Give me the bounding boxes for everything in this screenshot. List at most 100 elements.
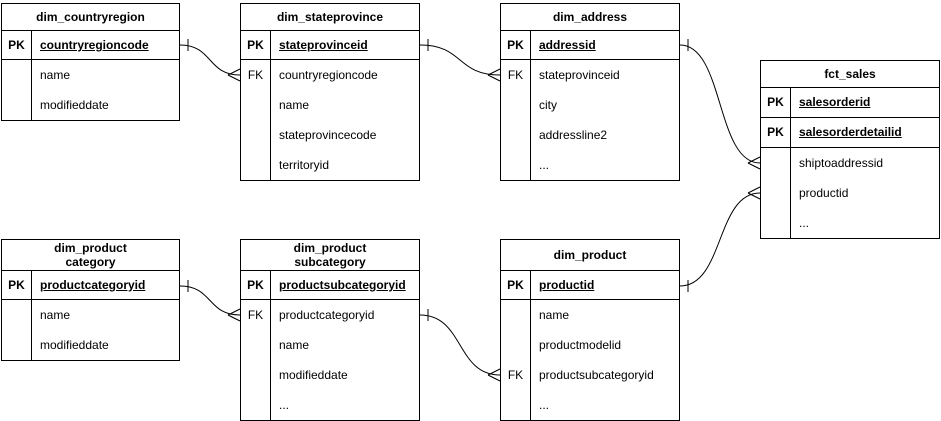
relationship-productsubcategory-product[interactable] (419, 309, 501, 382)
key-cell: FK (501, 60, 531, 90)
key-cell: FK (501, 360, 531, 390)
entity-dim-countryregion[interactable]: dim_countryregion PK countryregioncode n… (1, 3, 180, 121)
entity-dim-product[interactable]: dim_product PK productid name productmod… (500, 239, 680, 421)
field-cell: city (539, 97, 557, 112)
edge-line[interactable] (419, 44, 501, 76)
relationship-productcategory-productsubcategory[interactable] (179, 280, 241, 322)
field-cell: productcategoryid (279, 307, 375, 322)
key-cell (2, 90, 32, 120)
table-row: productid (761, 178, 939, 208)
table-row: stateprovincecode (241, 120, 419, 150)
table-row: territoryid (241, 150, 419, 180)
field-cell: modifieddate (40, 337, 109, 352)
edge-line[interactable] (679, 192, 761, 287)
crowfoot-marker (227, 68, 241, 82)
key-cell (761, 178, 791, 208)
table-row: FK productcategoryid (241, 300, 419, 330)
field-cell: productsubcategoryid (279, 277, 406, 292)
key-cell: PK (501, 271, 531, 299)
field-cell: territoryid (279, 157, 330, 172)
edge-line[interactable] (179, 44, 241, 76)
key-cell (501, 90, 531, 120)
key-cell: FK (241, 300, 271, 330)
table-row: PK salesorderid (761, 88, 939, 118)
key-cell: PK (241, 271, 271, 299)
field-cell: stateprovinceid (539, 67, 620, 82)
entity-title: dim_product (501, 240, 679, 271)
key-cell (501, 120, 531, 150)
key-cell: FK (241, 60, 271, 90)
field-cell: name (40, 307, 71, 322)
table-row: ... (501, 150, 679, 180)
entity-title: dim_address (501, 4, 679, 31)
table-row: PK productcategoryid (2, 271, 179, 300)
table-row: FK stateprovinceid (501, 60, 679, 90)
edge-line[interactable] (179, 285, 241, 316)
table-row: name (2, 60, 179, 90)
edge-line[interactable] (679, 44, 761, 164)
field-cell: countryregioncode (279, 67, 378, 82)
table-row: modifieddate (241, 360, 419, 390)
key-cell: PK (761, 88, 791, 117)
key-cell (761, 208, 791, 238)
key-cell (2, 60, 32, 90)
crowfoot-marker (487, 68, 501, 82)
field-cell: productcategoryid (40, 277, 146, 292)
field-cell: salesorderdetailid (799, 125, 902, 140)
table-row: PK stateprovinceid (241, 31, 419, 60)
key-cell (241, 90, 271, 120)
key-cell (761, 148, 791, 178)
entity-title: dim_product category (2, 240, 179, 271)
relationship-stateprovince-address[interactable] (419, 39, 501, 82)
key-cell (501, 300, 531, 330)
entity-title: fct_sales (761, 61, 939, 88)
field-cell: modifieddate (40, 97, 109, 112)
crowfoot-marker (227, 308, 241, 322)
table-row: PK productsubcategoryid (241, 271, 419, 300)
relationship-countryregion-stateprovince[interactable] (179, 39, 241, 82)
table-row: name (241, 330, 419, 360)
key-cell (2, 330, 32, 360)
field-cell: stateprovinceid (279, 37, 368, 52)
field-cell: name (279, 97, 310, 112)
field-cell: salesorderid (799, 95, 871, 110)
entity-dim-productsubcategory[interactable]: dim_product subcategory PK productsubcat… (240, 239, 420, 421)
key-cell (241, 120, 271, 150)
key-cell (2, 300, 32, 330)
field-cell: addressline2 (539, 127, 608, 142)
crowfoot-marker (747, 156, 761, 170)
field-cell: shiptoaddressid (799, 155, 884, 170)
table-row: addressline2 (501, 120, 679, 150)
key-cell (501, 330, 531, 360)
field-cell: productsubcategoryid (539, 367, 654, 382)
field-cell: ... (279, 397, 290, 412)
relationship-address-fctsales[interactable] (679, 39, 761, 170)
key-cell (501, 150, 531, 180)
table-row: FK productsubcategoryid (501, 360, 679, 390)
field-cell: name (539, 307, 570, 322)
table-row: name (2, 300, 179, 330)
field-cell: ... (539, 397, 550, 412)
table-row: PK productid (501, 271, 679, 300)
entity-dim-address[interactable]: dim_address PK addressid FK stateprovinc… (500, 3, 680, 181)
crowfoot-marker (747, 186, 761, 200)
table-row: FK countryregioncode (241, 60, 419, 90)
table-row: name (241, 90, 419, 120)
edge-line[interactable] (419, 314, 501, 376)
field-cell: countryregioncode (40, 37, 149, 52)
table-row: shiptoaddressid (761, 148, 939, 178)
field-cell: addressid (539, 37, 596, 52)
key-cell: PK (2, 31, 32, 59)
table-row: ... (241, 390, 419, 420)
entity-dim-productcategory[interactable]: dim_product category PK productcategoryi… (1, 239, 180, 361)
relationship-product-fctsales[interactable] (679, 186, 761, 292)
field-cell: ... (539, 157, 550, 172)
entity-dim-stateprovince[interactable]: dim_stateprovince PK stateprovinceid FK … (240, 3, 420, 181)
entity-fct-sales[interactable]: fct_sales PK salesorderid PK salesorderd… (760, 60, 940, 239)
key-cell: PK (2, 271, 32, 299)
table-row: PK countryregioncode (2, 31, 179, 60)
field-cell: stateprovincecode (279, 127, 377, 142)
crowfoot-marker (487, 368, 501, 382)
key-cell (241, 390, 271, 420)
